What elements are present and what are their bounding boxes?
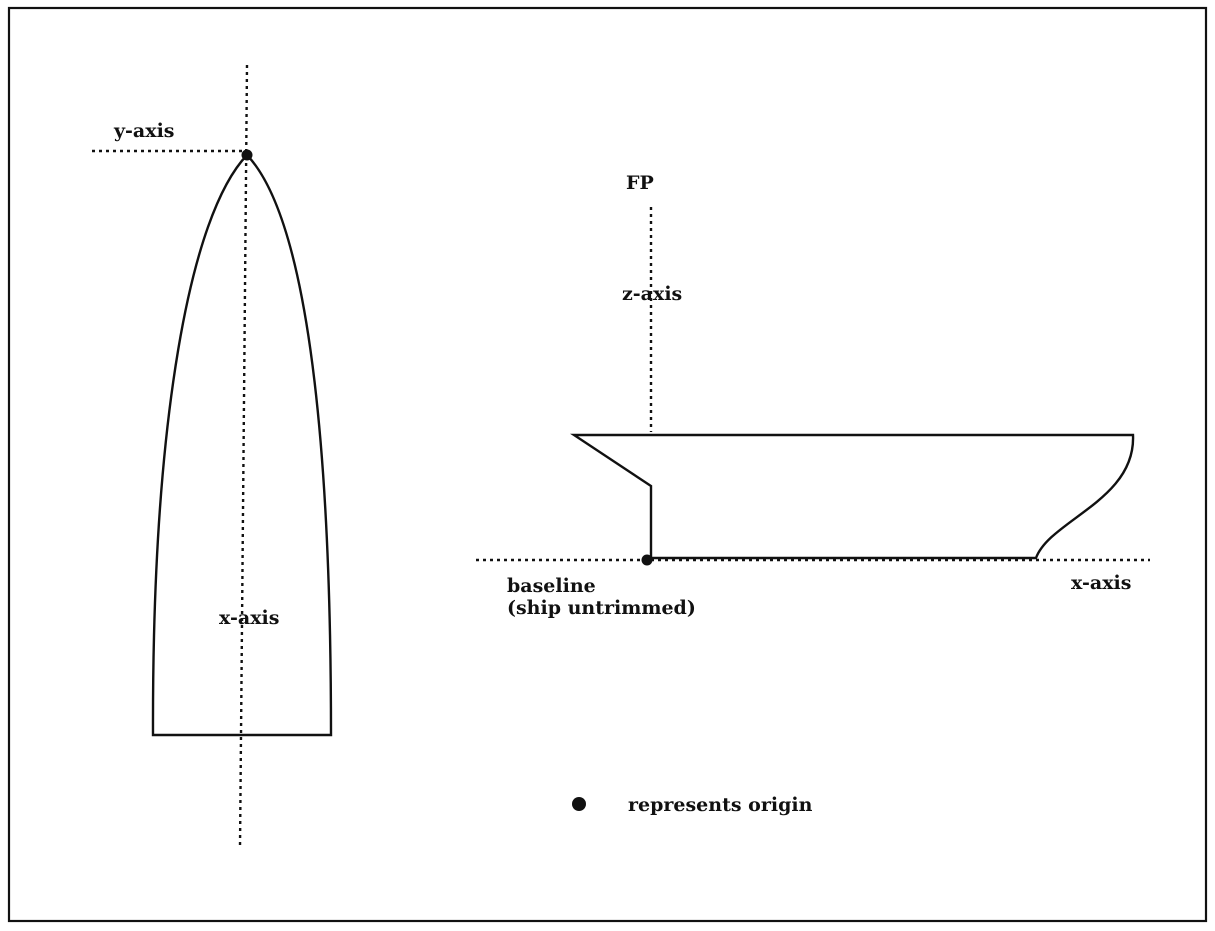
plan-hull-outline [151,153,333,737]
legend-text: represents origin [628,794,813,816]
plan-y-axis-label: y-axis [113,120,174,142]
plan-view: y-axis x-axis [92,64,333,848]
legend-origin-dot [572,797,586,811]
profile-view: FP z-axis baseline (ship untrimmed) x-ax… [476,172,1150,619]
profile-hull-outline [570,433,1135,560]
plan-x-axis-label: x-axis [219,607,279,629]
profile-origin-dot [641,554,653,566]
baseline-sublabel: (ship untrimmed) [507,597,696,619]
profile-z-axis-label: z-axis [622,283,682,305]
plan-x-axis-line [238,64,249,848]
legend: represents origin [572,794,813,816]
figure-border [7,6,1208,923]
fp-label: FP [626,172,654,194]
profile-x-axis-label: x-axis [1071,572,1131,594]
plan-origin-dot [241,149,253,161]
baseline-label: baseline [507,575,596,597]
